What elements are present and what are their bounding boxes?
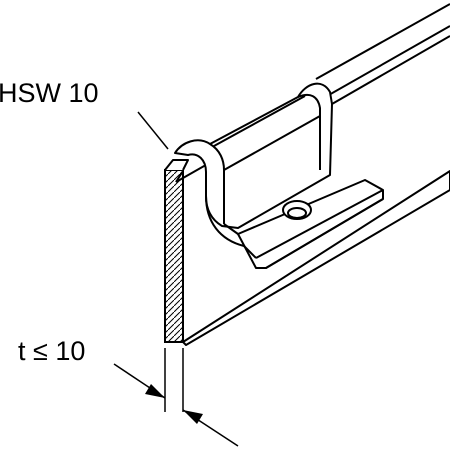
dimension-arrow-left [145, 384, 165, 398]
thickness-dimension [113, 348, 239, 447]
clamp-bracket [174, 82, 384, 269]
part-label: HSW 10 [0, 78, 99, 108]
part-leader-line [137, 111, 169, 150]
screw-hole [282, 200, 312, 220]
dimension-arrow-right [183, 410, 203, 424]
thickness-label: t ≤ 10 [18, 336, 85, 366]
plate-section [164, 159, 189, 343]
